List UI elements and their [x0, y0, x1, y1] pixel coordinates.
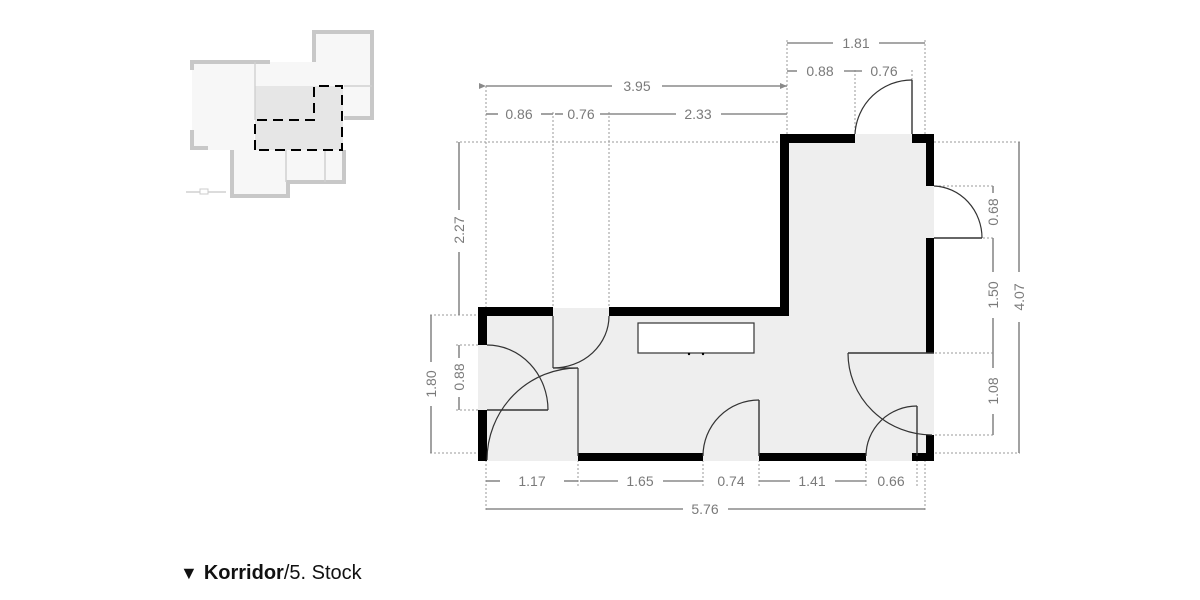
dimension-left-outer: 1.80 [423, 315, 439, 453]
separator: / [283, 562, 290, 584]
svg-text:1.41: 1.41 [798, 473, 825, 489]
door-right-lower[interactable] [847, 352, 934, 436]
door-bottom-right[interactable] [865, 405, 918, 457]
svg-text:0.68: 0.68 [985, 198, 1001, 225]
svg-text:0.76: 0.76 [870, 63, 897, 79]
svg-text:1.80: 1.80 [423, 370, 439, 397]
svg-text:1.17: 1.17 [518, 473, 545, 489]
door-top-left[interactable] [552, 315, 610, 369]
furniture-cabinet[interactable] [637, 322, 755, 356]
dimension-right-overall: 4.07 [1011, 142, 1027, 453]
dimension-top-segments: 0.86 0.76 2.33 [486, 106, 787, 122]
svg-text:0.86: 0.86 [505, 106, 532, 122]
svg-text:0.66: 0.66 [877, 473, 904, 489]
door-left[interactable] [486, 344, 549, 411]
minimap[interactable] [186, 30, 374, 198]
minimap-current-room [255, 86, 343, 150]
dimension-right-segments: 0.68 1.50 1.08 [985, 186, 1001, 435]
dimension-bottom-segments: 1.17 1.65 0.74 1.41 0.66 [486, 473, 905, 489]
dimension-bottom-overall: 5.76 [486, 501, 925, 517]
caret-down-icon[interactable]: ▼ [180, 563, 198, 583]
room-name: Korridor [203, 562, 284, 584]
svg-text:2.27: 2.27 [451, 216, 467, 243]
dimension-top-overall-right: 1.81 0.88 0.76 [787, 35, 925, 79]
svg-text:5.76: 5.76 [691, 501, 718, 517]
door-right-upper[interactable] [933, 185, 983, 239]
dimension-top-overall-left: 3.95 [479, 78, 787, 94]
svg-text:1.65: 1.65 [626, 473, 653, 489]
dimension-left-inner: 0.88 [451, 345, 467, 410]
svg-text:0.76: 0.76 [567, 106, 594, 122]
svg-text:1.50: 1.50 [985, 281, 1001, 308]
door-bottom-left[interactable] [486, 367, 579, 461]
svg-text:0.74: 0.74 [717, 473, 744, 489]
door-top[interactable] [854, 79, 913, 135]
floor-selector[interactable]: ▼ Korridor/5. Stock [180, 562, 362, 585]
svg-text:0.88: 0.88 [806, 63, 833, 79]
floor-name: 5. Stock [289, 562, 362, 584]
svg-text:1.81: 1.81 [842, 35, 869, 51]
svg-text:0.88: 0.88 [451, 363, 467, 390]
room-floor[interactable] [478, 134, 934, 461]
svg-text:4.07: 4.07 [1011, 283, 1027, 310]
svg-text:3.95: 3.95 [623, 78, 650, 94]
svg-text:1.08: 1.08 [985, 377, 1001, 404]
dimension-left-upper: 2.27 [451, 142, 467, 315]
door-bottom-middle[interactable] [702, 399, 760, 457]
svg-text:2.33: 2.33 [684, 106, 711, 122]
